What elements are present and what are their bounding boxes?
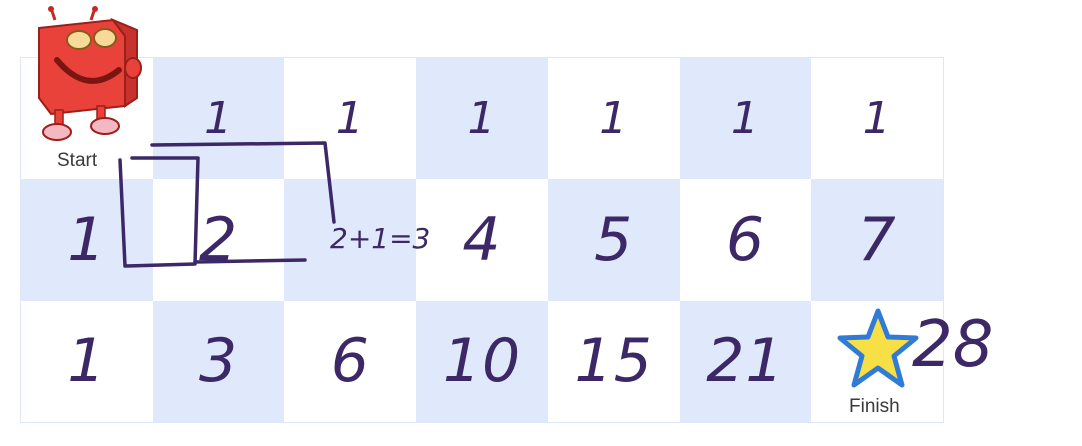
grid-cell-2-0: 1 (21, 300, 153, 422)
sum-annotation: 2+1=3 (330, 222, 431, 255)
grid-cell-0-5: 1 (679, 58, 812, 180)
final-value-annotation: 28 (912, 308, 994, 382)
path-grid: 1 1 1 1 1 1 1 2 4 5 6 7 1 3 6 10 15 21 (20, 57, 944, 423)
grid-cell-1-5: 6 (679, 179, 812, 301)
grid-cell-2-1: 3 (152, 300, 285, 422)
finish-label: Finish (849, 396, 900, 417)
grid-cell-1-4: 5 (547, 179, 680, 301)
grid-cell-0-3: 1 (416, 58, 548, 180)
robot-icon (38, 6, 142, 141)
grid-cell-1-6: 7 (811, 179, 943, 301)
grid-cell-2-3: 10 (416, 300, 548, 422)
start-label: Start (57, 150, 98, 171)
grid-cell-0-1: 1 (152, 58, 285, 180)
grid-cell-2-4: 15 (547, 300, 680, 422)
grid-cell-0-2: 1 (284, 58, 417, 180)
grid-cell-1-3: 4 (416, 179, 548, 301)
grid-cell-1-0: 1 (21, 179, 153, 301)
grid-cell-1-1: 2 (152, 179, 285, 301)
grid-cell-0-4: 1 (547, 58, 680, 180)
grid-cell-0-6: 1 (811, 58, 943, 180)
grid-cell-2-2: 6 (284, 300, 417, 422)
star-icon (837, 308, 919, 388)
grid-cell-2-5: 21 (679, 300, 812, 422)
